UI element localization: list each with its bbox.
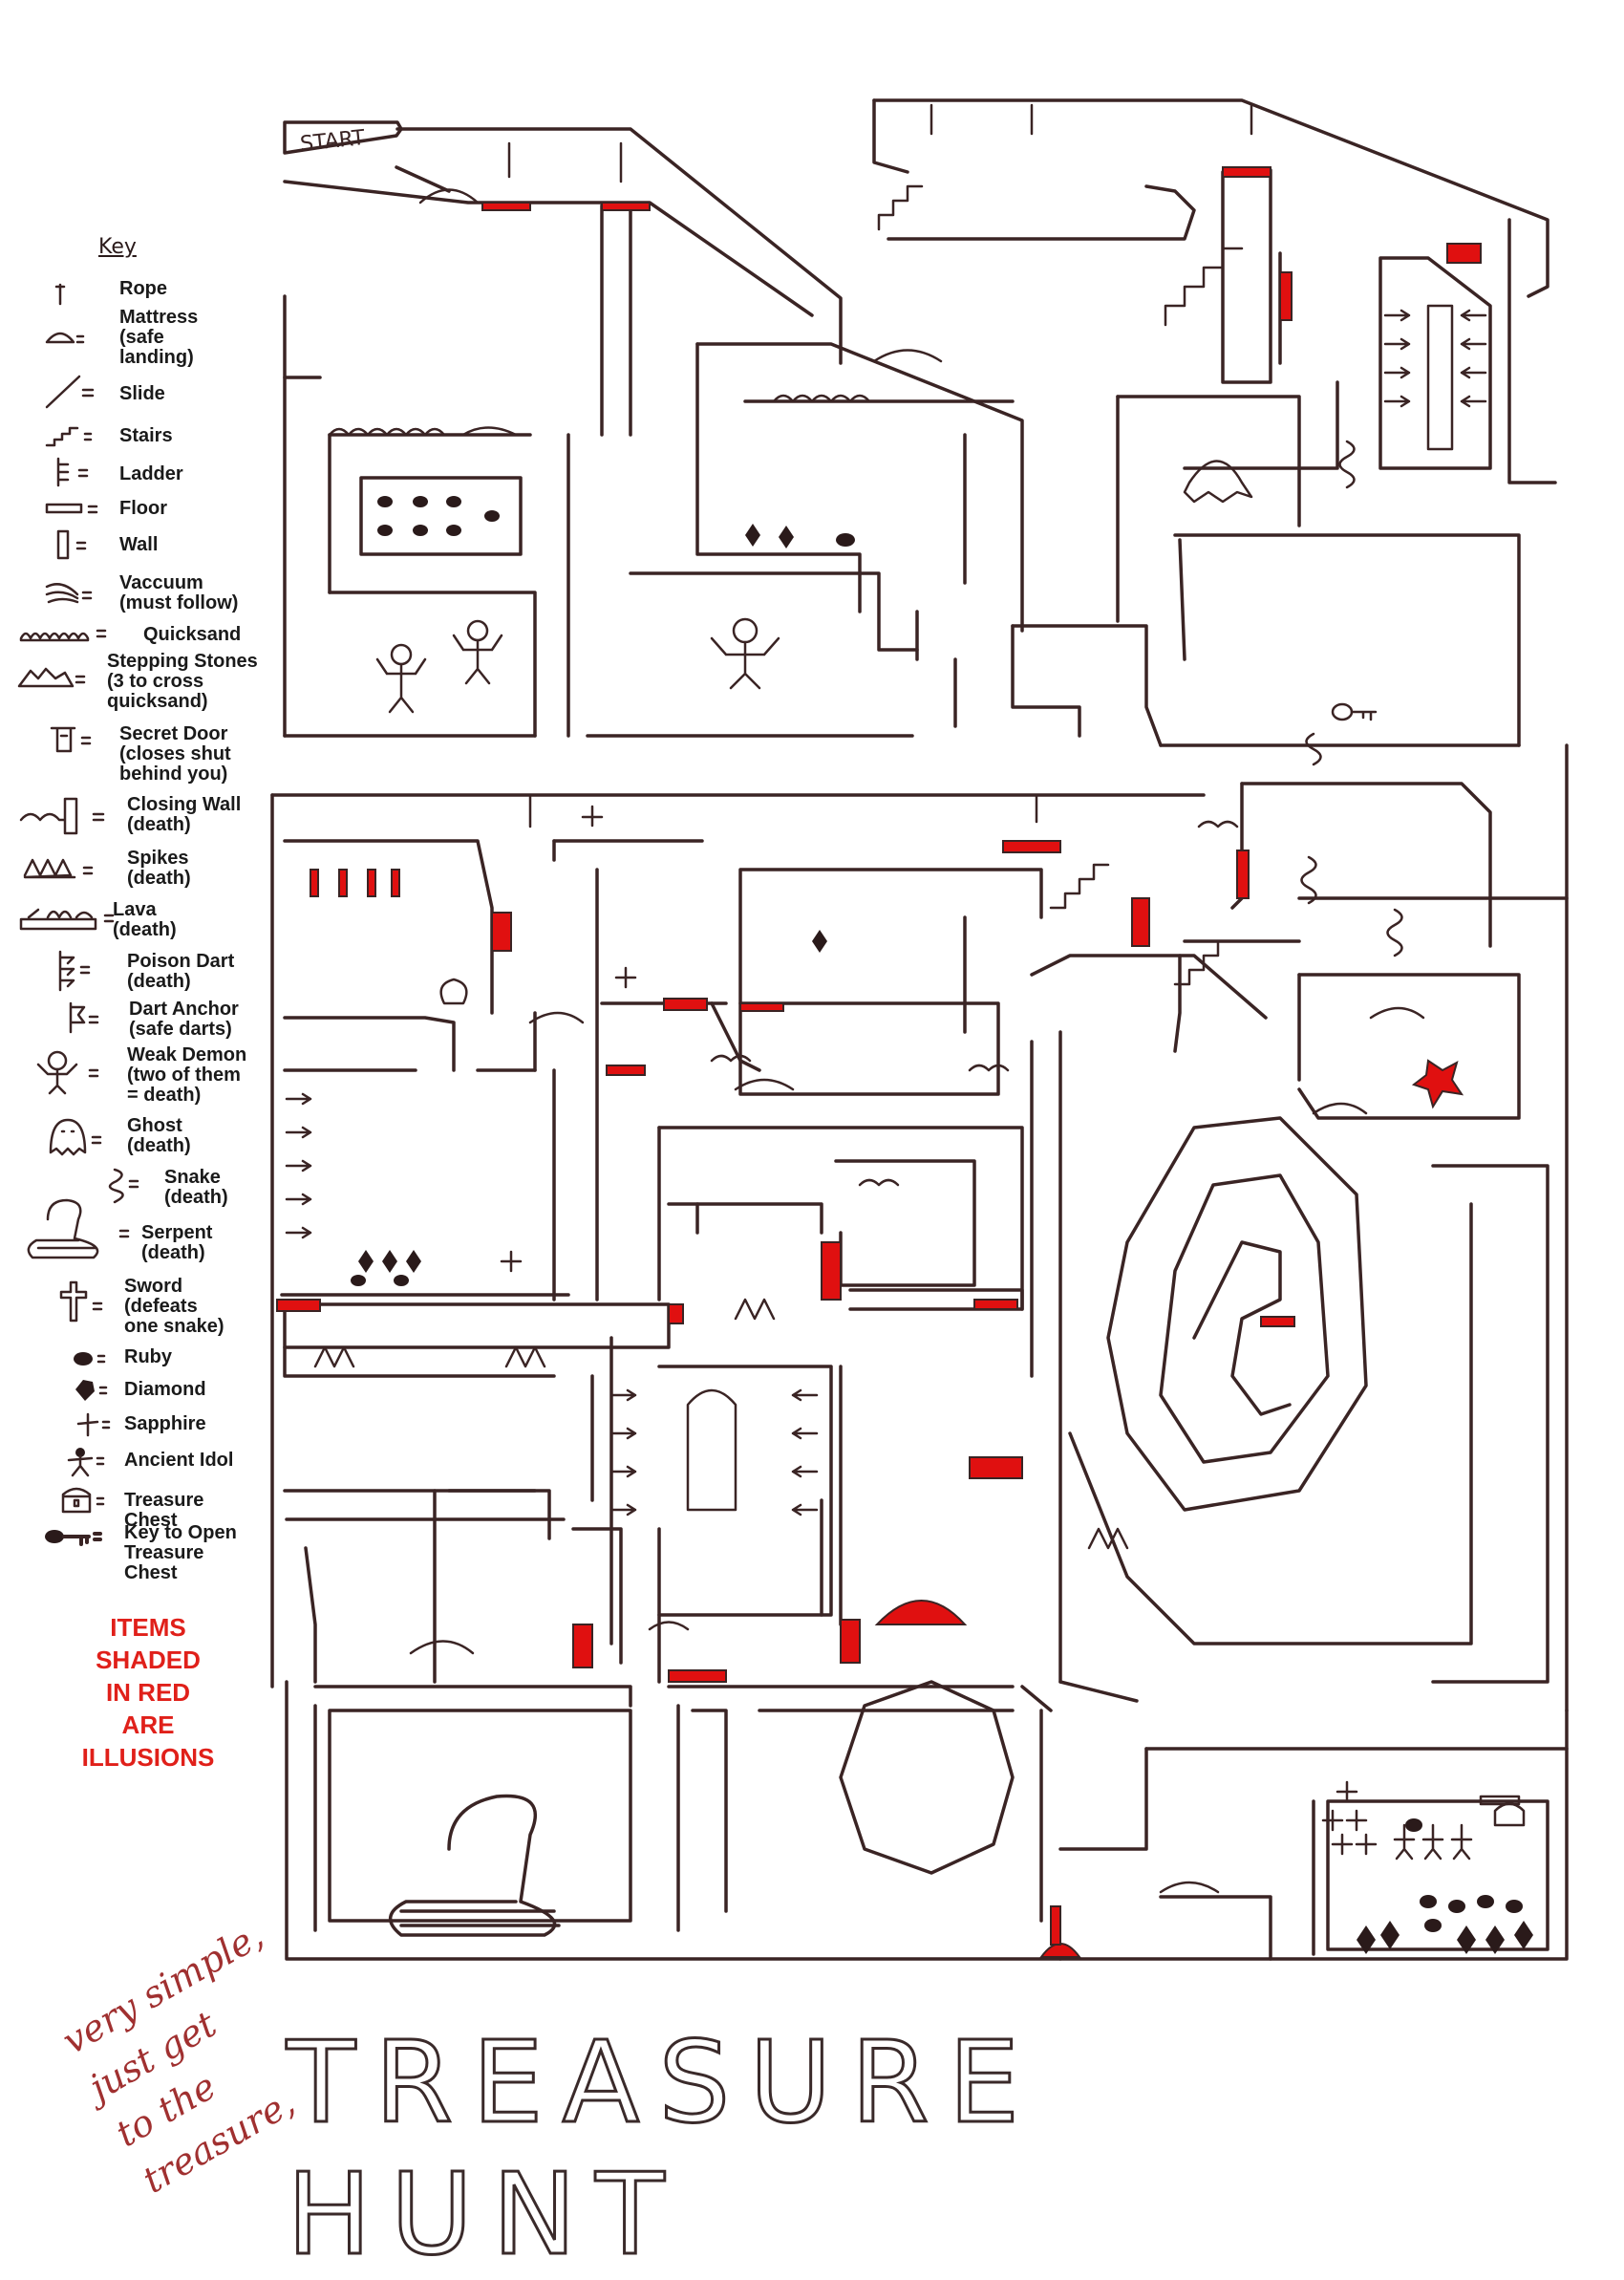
slide-icon — [45, 375, 95, 409]
stepping-stones-icon — [17, 667, 86, 688]
map-features: START — [285, 103, 1533, 1954]
weak-demon-icon — [36, 1050, 99, 1095]
vacuum-icon — [45, 583, 93, 604]
maze-walls — [270, 98, 1569, 1961]
dart-anchor-icon — [69, 1001, 99, 1034]
key-icon — [45, 1530, 102, 1546]
floor-icon — [45, 503, 98, 514]
diamond-icon — [75, 1380, 108, 1401]
ruby-icon — [74, 1352, 106, 1366]
poison-dart-icon — [58, 950, 91, 992]
ghost-icon — [49, 1118, 102, 1156]
mattress-icon — [45, 332, 85, 344]
ladder-icon — [56, 457, 89, 487]
key-heading: Key — [98, 235, 137, 259]
treasure-chest — [1493, 1802, 1526, 1827]
rope-icon — [54, 283, 66, 306]
secret-door-icon — [50, 726, 92, 753]
stairs-icon — [45, 426, 93, 447]
ghost — [1183, 460, 1253, 504]
lava-icon — [19, 908, 115, 931]
ancient-idol-icon — [67, 1448, 105, 1477]
treasure-chest-icon — [61, 1487, 105, 1514]
start-label: START — [299, 126, 367, 157]
treasure-key — [1331, 702, 1378, 721]
serpent — [389, 1794, 557, 1937]
quicksand-icon — [19, 629, 107, 642]
spikes-icon — [23, 858, 94, 879]
snake-icon — [108, 1168, 139, 1204]
closing-wall-icon — [19, 797, 105, 835]
illusion-notice: ITEMS SHADED IN RED ARE ILLUSIONS — [81, 1613, 215, 1772]
illusion-blocks — [276, 166, 1482, 1958]
serpent-icon — [27, 1198, 130, 1259]
page-title: TREASURE HUNT — [286, 2015, 1039, 2280]
demons — [375, 617, 780, 714]
treasure-map: START — [270, 98, 1569, 1961]
wall-icon — [56, 529, 87, 560]
sapphire-icon — [76, 1412, 111, 1437]
sword-icon — [59, 1280, 103, 1323]
